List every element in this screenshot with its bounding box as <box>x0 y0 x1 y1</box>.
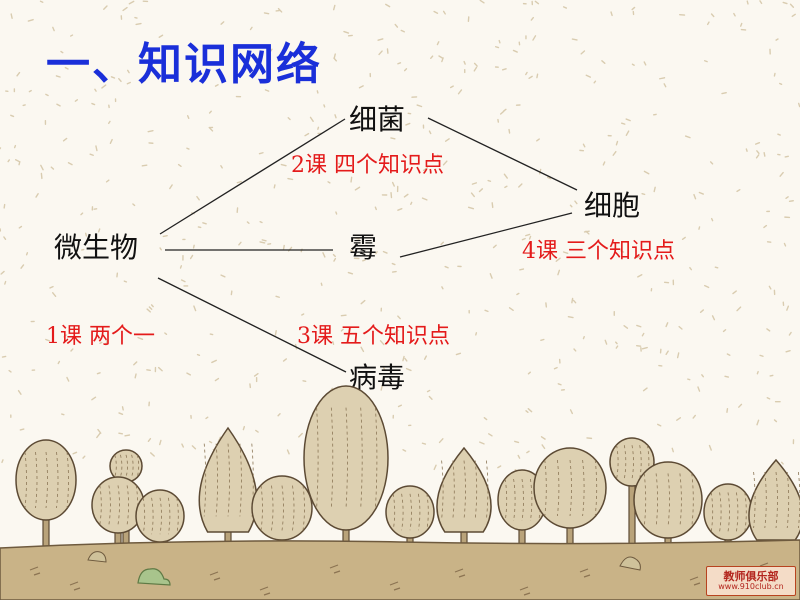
tree-icon <box>15 439 77 521</box>
tree-icon <box>385 485 435 539</box>
note-lesson2: 2课 四个知识点 <box>291 153 444 178</box>
tree-icon <box>748 458 800 541</box>
link-root-virus <box>157 277 347 373</box>
bush-icon <box>619 556 641 571</box>
slide-title: 一、知识网络 <box>46 39 322 90</box>
tree-scene-illustration <box>0 385 800 600</box>
tree-icon <box>303 385 389 531</box>
ground-mark <box>69 581 81 591</box>
ground-mark <box>329 564 341 574</box>
ground-mark <box>259 586 271 596</box>
link-mold-cell <box>399 212 573 258</box>
tree-icon <box>633 461 703 539</box>
node-root: 微生物 <box>54 231 139 264</box>
ground-mark <box>454 568 466 578</box>
ground-mark <box>29 566 41 576</box>
tree-icon <box>198 426 258 533</box>
node-cell: 细胞 <box>584 189 641 222</box>
tree-trunk <box>42 516 50 549</box>
note-lesson4: 4课 三个知识点 <box>522 239 675 264</box>
bush-icon <box>87 551 107 563</box>
badge-url: www.910club.cn <box>718 582 784 591</box>
tree-icon <box>251 475 313 541</box>
note-lesson3: 3课 五个知识点 <box>297 324 450 349</box>
tree-icon <box>533 447 607 529</box>
watermark-badge: 教师俱乐部 www.910club.cn <box>706 566 796 596</box>
ground-mark <box>579 568 591 578</box>
ground-mark <box>209 571 221 581</box>
ground <box>0 539 800 600</box>
bush-icon <box>137 568 171 586</box>
ground-mark <box>689 576 701 586</box>
note-lesson1: 1课 两个一 <box>46 324 155 349</box>
link-bacteria-cell <box>427 117 578 191</box>
badge-name: 教师俱乐部 <box>723 570 779 583</box>
ground-mark <box>389 581 401 591</box>
ground-mark <box>519 586 531 596</box>
node-bacteria: 细菌 <box>349 103 406 136</box>
tree-icon <box>436 446 492 533</box>
node-mold: 霉 <box>349 231 378 264</box>
link-root-bacteria <box>159 118 346 235</box>
